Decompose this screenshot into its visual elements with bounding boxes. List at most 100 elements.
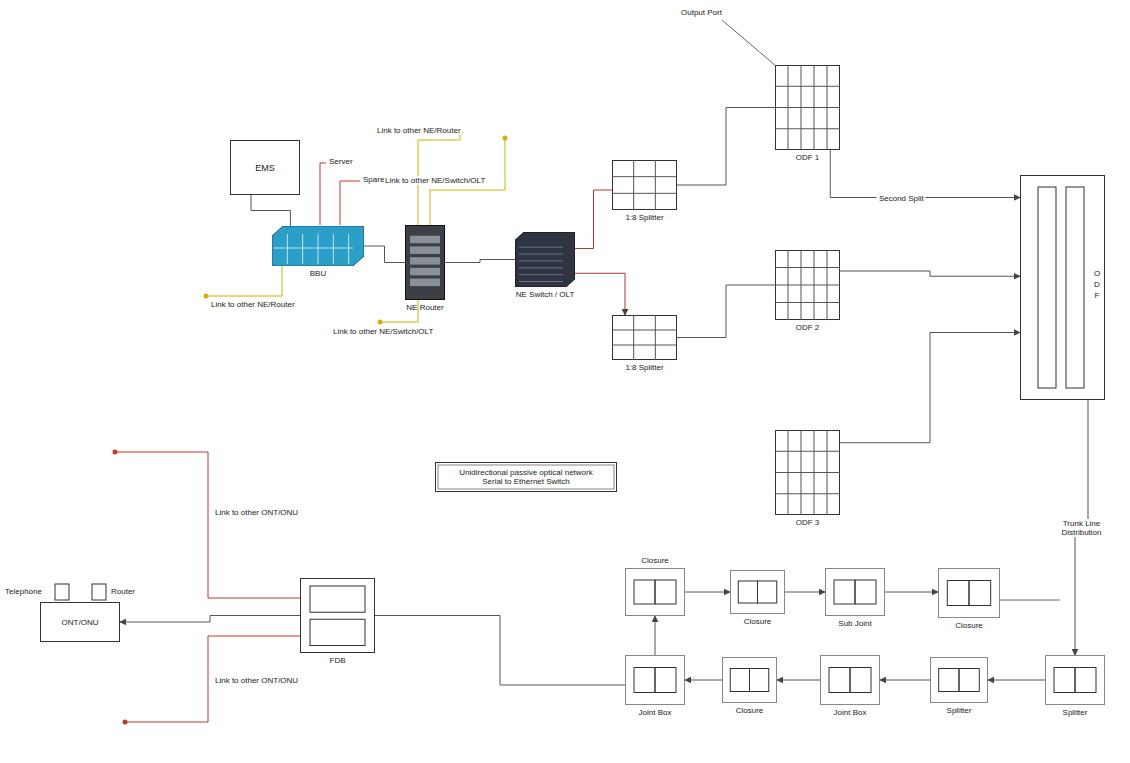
connector — [445, 260, 515, 263]
node-caption: ODF 2 — [796, 323, 820, 332]
connector — [655, 616, 656, 655]
shape-outline — [1045, 655, 1105, 705]
leader-line — [320, 163, 326, 225]
connector — [988, 680, 1045, 681]
shape-outline — [625, 655, 685, 705]
connector — [777, 680, 820, 681]
node-caption: O D F — [1093, 268, 1101, 302]
closure-box: Splitter — [1045, 655, 1105, 705]
wire-label: Link to other NE/Router — [376, 126, 462, 135]
wire-label: Link to other ONT/ONU — [214, 508, 299, 517]
connector — [251, 195, 290, 226]
closure-box: Joint Box — [625, 655, 685, 705]
leader-line — [722, 20, 776, 66]
equipment-box: NE Switch / OLT — [515, 232, 575, 287]
patch-panel: ODF 1 — [775, 65, 840, 150]
closure-box: Splitter — [930, 657, 988, 703]
wire-label: Link to other NE/Router — [210, 300, 296, 309]
shape-outline — [775, 430, 840, 515]
connector — [575, 273, 625, 315]
wire-label: Link to other ONT/ONU — [214, 676, 299, 685]
connector-label: Trunk Line Distribution — [1057, 519, 1106, 537]
connector — [785, 592, 825, 593]
node-text: Serial to Ethernet Switch — [482, 477, 570, 486]
closure-box: Closure — [938, 568, 1000, 618]
connector — [840, 271, 1020, 276]
node-caption: Splitter — [947, 706, 972, 715]
shape-outline — [775, 65, 840, 150]
equipment-box: FDB — [300, 578, 375, 653]
node-caption: Closure — [744, 617, 772, 626]
node-caption: Closure — [955, 621, 983, 630]
telephone-symbol — [55, 584, 69, 600]
node-caption: NE Switch / OLT — [516, 290, 575, 299]
shape-outline — [930, 657, 988, 703]
closure-box: Joint Box — [820, 655, 880, 705]
terminal-dot — [123, 720, 128, 725]
terminal-dot — [113, 450, 118, 455]
node-caption: Sub Joint — [838, 619, 871, 628]
connector — [677, 108, 775, 186]
node-caption: NE Router — [406, 303, 443, 312]
equipment-box: BBU — [272, 226, 364, 266]
equipment-box: O D F — [1020, 175, 1105, 400]
node-caption: Joint Box — [639, 708, 672, 717]
patch-panel: 1:8 Splitter — [612, 315, 677, 360]
connector — [375, 616, 625, 686]
connector — [880, 680, 930, 681]
shape-outline — [825, 568, 885, 616]
shape-outline — [820, 655, 880, 705]
wire-label: Telephone — [4, 587, 43, 596]
connector — [830, 150, 1020, 198]
terminal-dot — [503, 136, 508, 141]
shape-outline — [730, 570, 785, 614]
node-caption: Joint Box — [834, 708, 867, 717]
wire-label: Link to other NE/Switch/OLT — [384, 176, 486, 185]
router-symbol — [92, 584, 106, 600]
node-caption: Splitter — [1063, 708, 1088, 717]
shape-outline — [625, 568, 685, 616]
connector — [120, 616, 300, 623]
node-text: ONT/ONU — [62, 618, 99, 627]
node-caption: ODF 3 — [796, 518, 820, 527]
connector — [685, 680, 722, 681]
node-caption: FDB — [330, 656, 346, 665]
node-caption: Closure — [641, 556, 669, 565]
shape-outline — [300, 578, 375, 653]
leader-line — [117, 452, 300, 598]
equipment-box: NE Router — [405, 225, 445, 300]
patch-panel: 1:8 Splitter — [612, 160, 677, 210]
connector — [885, 592, 938, 593]
leader-line — [127, 636, 300, 722]
shape-outline — [1020, 175, 1105, 400]
connector-label: Second Split — [877, 193, 926, 202]
connector — [575, 190, 612, 249]
leader-line — [208, 266, 282, 296]
connector — [685, 592, 730, 593]
shape-outline — [775, 250, 840, 320]
patch-panel: ODF 3 — [775, 430, 840, 515]
shape-outline — [612, 160, 677, 210]
leader-line — [340, 181, 360, 225]
node-text: EMS — [255, 163, 275, 173]
closure-box: Closure — [625, 568, 685, 616]
equipment-box: EMS — [230, 140, 300, 195]
terminal-dot — [378, 320, 383, 325]
closure-box: Sub Joint — [825, 568, 885, 616]
shape-outline — [612, 315, 677, 360]
shape-outline — [722, 657, 777, 703]
shape-outline — [272, 226, 364, 266]
wire — [1000, 600, 1060, 601]
patch-panel: ODF 2 — [775, 250, 840, 320]
connector — [677, 285, 775, 338]
wire-label: Server — [328, 157, 354, 166]
terminal-dot — [204, 294, 209, 299]
closure-box: Closure — [722, 657, 777, 703]
closure-box: Closure — [730, 570, 785, 614]
connector — [840, 333, 1020, 443]
wire-label: Output Port — [680, 8, 723, 17]
equipment-box: Unidirectional passive optical networkSe… — [435, 462, 617, 492]
